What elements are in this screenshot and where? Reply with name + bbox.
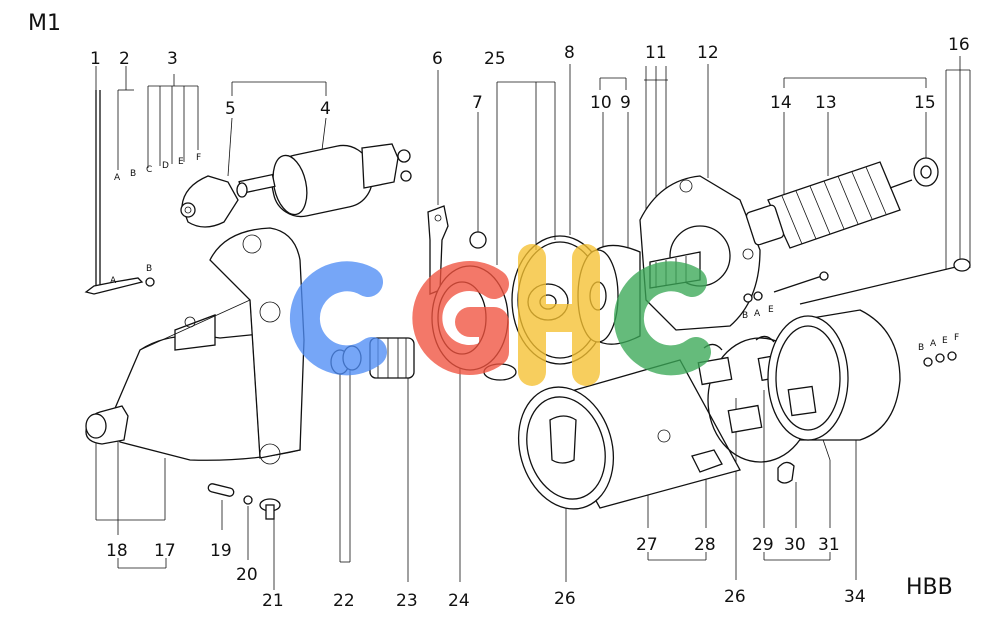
callout-17: 17 xyxy=(154,541,176,561)
callout-25: 25 xyxy=(484,49,506,69)
callout-20: 20 xyxy=(236,565,258,585)
callout-34: 34 xyxy=(844,587,866,607)
watermark-letter-c2 xyxy=(613,261,711,376)
part-bolt-1 xyxy=(84,90,155,295)
callout-2: 2 xyxy=(119,49,130,69)
callout-21: 21 xyxy=(262,591,284,611)
part-solenoid-4 xyxy=(236,143,412,218)
sub-letter: A xyxy=(114,173,121,183)
sub-letter: A xyxy=(754,309,761,319)
callout-18: 18 xyxy=(106,541,128,561)
part-bushing-7 xyxy=(469,231,487,249)
watermark-logo xyxy=(289,244,711,386)
sub-letter: F xyxy=(954,333,959,343)
callout-5: 5 xyxy=(225,99,236,119)
sub-letter: B xyxy=(918,343,924,353)
callout-26-brush-holder: 26 xyxy=(724,587,746,607)
callout-3: 3 xyxy=(167,49,178,69)
callout-29: 29 xyxy=(752,535,774,555)
callout-30: 30 xyxy=(784,535,806,555)
callout-31: 31 xyxy=(818,535,840,555)
callout-12: 12 xyxy=(697,43,719,63)
sub-letter: A xyxy=(930,339,937,349)
callout-7: 7 xyxy=(472,93,483,113)
callout-11: 11 xyxy=(645,43,667,63)
watermark-letter-c1 xyxy=(289,261,387,376)
callout-4: 4 xyxy=(320,99,331,119)
watermark-letter-g xyxy=(412,261,509,375)
part-drive-housing-17 xyxy=(85,227,305,465)
sub-letter: A xyxy=(110,276,117,286)
sub-letter: B xyxy=(742,311,748,321)
footer-code: HBB xyxy=(906,575,953,600)
callout-22: 22 xyxy=(333,591,355,611)
part-through-bolts-16 xyxy=(743,258,971,367)
callout-26: 26 xyxy=(554,589,576,609)
part-armature-13-14-15 xyxy=(745,157,939,249)
part-lever-6 xyxy=(427,205,449,295)
callout-24: 24 xyxy=(448,591,470,611)
sub-letter: D xyxy=(162,161,169,171)
callout-10: 10 xyxy=(590,93,612,113)
sub-letters-3: A B C D E F xyxy=(114,153,201,183)
sub-letter: F xyxy=(196,153,201,163)
callout-27: 27 xyxy=(636,535,658,555)
callout-19: 19 xyxy=(210,541,232,561)
header-code: M1 xyxy=(28,11,61,36)
part-pin-19-20-21 xyxy=(207,483,281,520)
callout-16: 16 xyxy=(948,35,970,55)
sub-letter: E xyxy=(178,157,184,167)
sub-letter: E xyxy=(768,305,774,315)
callout-13: 13 xyxy=(815,93,837,113)
sub-letters-1: A B xyxy=(110,264,152,286)
part-brush-plate-11-12 xyxy=(639,175,761,331)
callout-9: 9 xyxy=(620,93,631,113)
sub-letters-14: B A E xyxy=(742,305,774,321)
callout-labels: 1 2 3 5 4 6 7 25 8 10 9 11 12 14 13 15 1… xyxy=(90,35,970,611)
watermark-letter-h xyxy=(518,244,600,386)
callout-28: 28 xyxy=(694,535,716,555)
part-end-cover-34 xyxy=(767,309,901,484)
sub-letter: E xyxy=(942,336,948,346)
callout-1: 1 xyxy=(90,49,101,69)
callout-6: 6 xyxy=(432,49,443,69)
callout-15: 15 xyxy=(914,93,936,113)
callout-23: 23 xyxy=(396,591,418,611)
sub-letter: C xyxy=(146,165,152,175)
sub-letter: B xyxy=(130,169,136,179)
sub-letter: B xyxy=(146,264,152,274)
part-yoke-26-27-28 xyxy=(517,359,741,510)
callout-8: 8 xyxy=(564,43,575,63)
part-plunger-5 xyxy=(180,175,239,228)
callout-14: 14 xyxy=(770,93,792,113)
sub-letters-16: B A E F xyxy=(918,333,959,353)
